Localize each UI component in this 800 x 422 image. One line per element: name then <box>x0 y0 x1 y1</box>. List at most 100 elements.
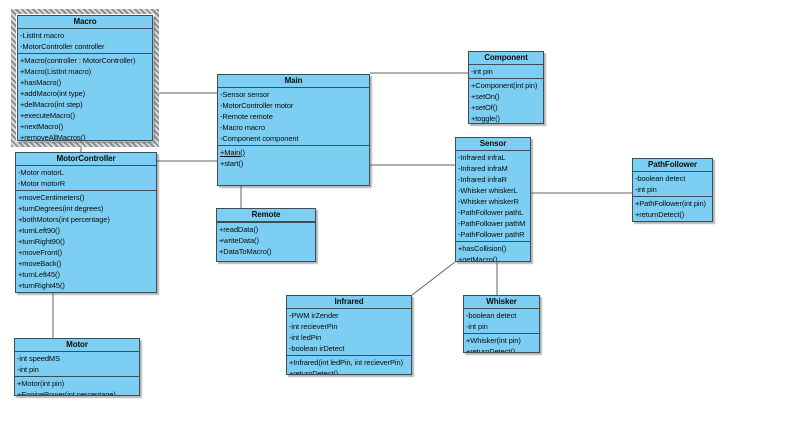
method: +Motor(int pin) <box>17 379 65 388</box>
class-title: Main <box>218 75 369 88</box>
methods-compartment: +moveCentimeters() +turnDegrees(int degre… <box>16 190 156 292</box>
connector-sensor-infrared[interactable] <box>411 261 456 296</box>
class-title: Component <box>469 52 543 65</box>
method: +Main() <box>220 148 245 157</box>
method: +moveCentimeters() <box>18 193 85 202</box>
attributes-compartment: -int speedMS -int pin <box>15 352 139 376</box>
attribute: -Remote remote <box>220 112 273 121</box>
attributes-compartment: -ListInt macro -MotorController controlle… <box>18 29 152 53</box>
method: +PathFollower(int pin) <box>635 199 706 208</box>
method: +Whisker(int pin) <box>466 336 521 345</box>
attributes-compartment: -Sensor sensor -MotorController motor -Rem… <box>218 88 369 145</box>
attribute: -Motor motorL <box>18 168 64 177</box>
methods-compartment: +hasCollision()+getMacro() <box>456 241 530 261</box>
method: +Infrared(int ledPin, int recieverPin) <box>289 358 403 367</box>
class-main[interactable]: Main -Sensor sensor -MotorController motor… <box>217 74 370 186</box>
methods-compartment: +Component(int pin) +setOn() +setOf() +togg… <box>469 78 543 123</box>
methods-compartment: +Macro(controller : MotorController)+Mac… <box>18 53 152 141</box>
method: +nextMacro() <box>20 122 64 131</box>
attribute: -PathFollower pathM <box>458 219 526 228</box>
class-title: Sensor <box>456 138 530 151</box>
attribute: -Infrared infraM <box>458 164 508 173</box>
method: +DataToMacro() <box>219 247 272 256</box>
attributes-compartment: -Infrared infraL-Infrared infraM-Infrare… <box>456 151 530 241</box>
attributes-compartment: -int pin <box>469 65 543 78</box>
attributes-compartment: -boolean detect -int pin <box>633 172 712 196</box>
attribute: -MotorController controller <box>20 42 105 51</box>
attribute: -Sensor sensor <box>220 90 270 99</box>
class-sensor[interactable]: Sensor-Infrared infraL-Infrared infraM-I… <box>455 137 531 262</box>
class-title: Motor <box>15 339 139 352</box>
methods-compartment: +Whisker(int pin) +returnDetect() <box>464 333 539 353</box>
attribute: -boolean detect <box>635 174 686 183</box>
attribute: -boolean detect <box>466 311 517 320</box>
method: +moveFront() <box>18 248 63 257</box>
method: +hasCollision() <box>458 244 507 253</box>
attribute: -PathFollower pathR <box>458 230 525 239</box>
attribute: -Component component <box>220 134 299 143</box>
attribute: -Whisker whiskerL <box>458 186 518 195</box>
method: +returnDetect() <box>466 347 516 353</box>
class-title: Whisker <box>464 296 539 309</box>
class-whisker[interactable]: Whisker -boolean detect -int pin +Whisker(i… <box>463 295 540 353</box>
class-title: Infrared <box>287 296 411 309</box>
attributes-compartment: -Motor motorL-Motor motorR <box>16 166 156 190</box>
method: +toggle() <box>471 114 500 123</box>
attribute: -PathFollower pathL <box>458 208 524 217</box>
attribute: -MotorController motor <box>220 101 294 110</box>
class-title: PathFollower <box>633 159 712 172</box>
method: +turnLeft90() <box>18 226 60 235</box>
attribute: -Macro macro <box>220 123 266 132</box>
class-title: MotorController <box>16 153 156 166</box>
attribute: -int recieverPin <box>289 322 338 331</box>
method: +turnRight45() <box>18 281 65 290</box>
method: +executeMacro() <box>20 111 75 120</box>
method: +Macro(ListInt macro) <box>20 67 92 76</box>
class-title: Macro <box>18 16 152 29</box>
method: +delMacro(int step) <box>20 100 83 109</box>
method: +returnDetect() <box>289 369 339 375</box>
class-infrared[interactable]: Infrared-PWM irZender-int recieverPin-in… <box>286 295 412 375</box>
class-remote[interactable]: Remote +readData() +writeData() +DataToMacr… <box>216 208 316 262</box>
attribute: -Infrared infraL <box>458 153 506 162</box>
attribute: -int pin <box>471 67 493 76</box>
attribute: -ListInt macro <box>20 31 65 40</box>
method: +bothMotors(int percentage) <box>18 215 110 224</box>
class-motor[interactable]: Motor -int speedMS -int pin +Motor(int pin)… <box>14 338 140 396</box>
method: +returnDetect() <box>635 210 685 219</box>
attributes-compartment: -PWM irZender-int recieverPin-int ledPin… <box>287 309 411 355</box>
method: +turnRight90() <box>18 237 65 246</box>
method: +turnDegrees(int degrees) <box>18 204 104 213</box>
methods-compartment: +PathFollower(int pin) +returnDetect() <box>633 196 712 221</box>
methods-compartment: +readData() +writeData() +DataToMacro() <box>217 222 315 261</box>
method: +addMacro(int type) <box>20 89 86 98</box>
attributes-compartment: -boolean detect -int pin <box>464 309 539 333</box>
attribute: -Whisker whiskerR <box>458 197 519 206</box>
method: +Component(int pin) <box>471 81 538 90</box>
method: +readData() <box>219 225 259 234</box>
method: +writeData() <box>219 236 259 245</box>
attribute: -int ledPin <box>289 333 322 342</box>
class-title: Remote <box>217 209 315 222</box>
method: +hasMacro() <box>20 78 62 87</box>
class-macro[interactable]: Macro -ListInt macro -MotorController cont… <box>17 15 153 141</box>
method: +EnginePower(int percentage) <box>17 390 116 396</box>
method: +turnLeft45() <box>18 270 60 279</box>
attribute: -int speedMS <box>17 354 60 363</box>
attribute: -int pin <box>466 322 488 331</box>
method: +setOn() <box>471 92 500 101</box>
method: +moveBack() <box>18 259 62 268</box>
class-pathfollower[interactable]: PathFollower -boolean detect -int pin +Path… <box>632 158 713 222</box>
class-motorcontroller[interactable]: MotorController-Motor motorL-Motor motor… <box>15 152 157 293</box>
attribute: -int pin <box>635 185 657 194</box>
methods-compartment: +Motor(int pin) +EnginePower(int percenta… <box>15 376 139 396</box>
method: +setOf() <box>471 103 498 112</box>
method: +removeAllMacros() <box>20 133 86 141</box>
methods-compartment: +Main() +start() <box>218 145 369 185</box>
method: +start() <box>220 159 244 168</box>
class-component[interactable]: Component -int pin +Component(int pin) +set… <box>468 51 544 124</box>
attribute: -boolean irDetect <box>289 344 345 353</box>
attribute: -int pin <box>17 365 39 374</box>
